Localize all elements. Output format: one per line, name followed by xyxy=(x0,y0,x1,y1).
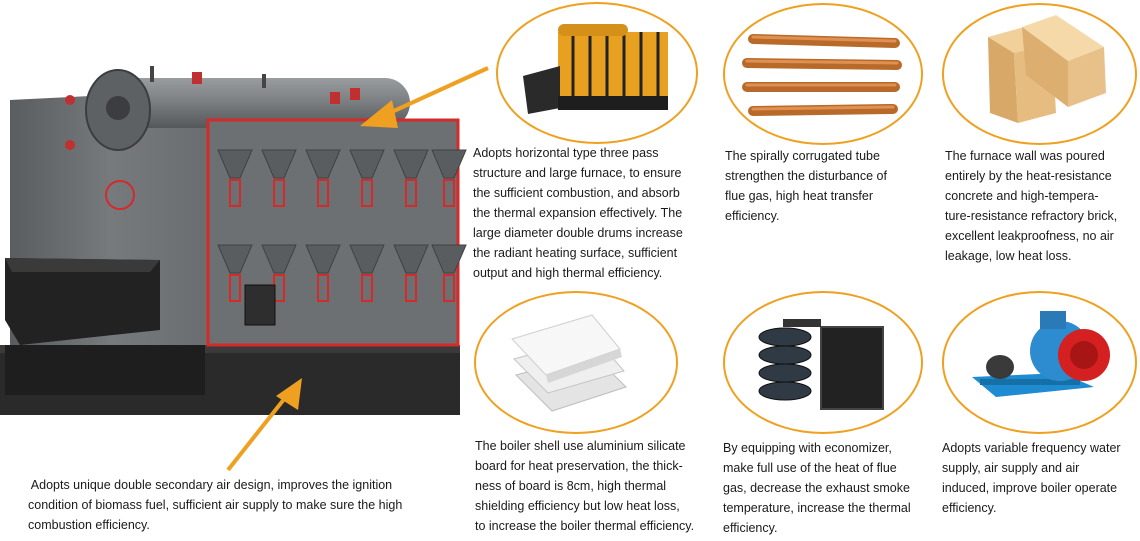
caption-line: output and high thermal efficiency. xyxy=(473,266,663,280)
boiler-panel xyxy=(349,244,385,274)
caption-line: the radiant heating surface, sufficient xyxy=(473,246,678,260)
corrugated-tube-oval xyxy=(723,3,923,145)
caption-line: Adopts unique double secondary air desig… xyxy=(28,478,393,492)
boiler-panel-slot xyxy=(229,179,241,207)
boiler-panel-slot xyxy=(361,179,373,207)
caption-line: make full use of the heat of flue xyxy=(723,461,897,475)
caption-line: large diameter double drums increase xyxy=(473,226,683,240)
boiler-panel-slot xyxy=(229,274,241,302)
boiler-panel-slot xyxy=(317,274,329,302)
boiler-panel xyxy=(349,149,385,179)
caption-line: By equipping with economizer, xyxy=(723,441,892,455)
caption-line: ture-resistance refractory brick, xyxy=(945,209,1118,223)
boiler-panel-slot xyxy=(405,179,417,207)
boiler-panel xyxy=(217,149,253,179)
boiler-panel xyxy=(431,149,467,179)
economizer-image xyxy=(758,319,884,410)
caption-line: concrete and high-tempera- xyxy=(945,189,1099,203)
caption-line: structure and large furnace, to ensure xyxy=(473,166,682,180)
caption-corrugated-tube: The spirally corrugated tube strengthen … xyxy=(725,146,925,226)
caption-line: condition of biomass fuel, sufficient ai… xyxy=(28,498,403,512)
caption-line: shielding efficiency but low heat loss, xyxy=(475,499,680,513)
caption-line: temperature, increase the thermal xyxy=(723,501,911,515)
caption-line: efficiency. xyxy=(942,501,997,515)
boiler-panel xyxy=(305,149,341,179)
caption-line: the sufficient combustion, and absorb xyxy=(473,186,680,200)
caption-line: the thermal expansion effectively. The xyxy=(473,206,683,220)
boiler-panel-slot xyxy=(443,274,455,302)
fan-pump-oval xyxy=(942,291,1137,434)
caption-line: combustion efficiency. xyxy=(28,518,150,532)
aluminium-silicate-oval xyxy=(474,291,678,434)
caption-line: leakage, low heat loss. xyxy=(945,249,1072,263)
caption-line: entirely by the heat-resistance xyxy=(945,169,1112,183)
boiler-panel-slot xyxy=(273,179,285,207)
caption-horizontal-structure: Adopts horizontal type three pass struct… xyxy=(473,143,723,283)
caption-line: The spirally corrugated tube xyxy=(725,149,880,163)
caption-line: induced, improve boiler operate xyxy=(942,481,1118,495)
caption-line: gas, decrease the exhaust smoke xyxy=(723,481,910,495)
boiler-panel-slot xyxy=(361,274,373,302)
boiler-main-image xyxy=(0,66,467,415)
boiler-panel xyxy=(393,149,429,179)
caption-line: flue gas, high heat transfer xyxy=(725,189,874,203)
caption-secondary-air: Adopts unique double secondary air desig… xyxy=(28,475,468,535)
caption-line: The boiler shell use aluminium silicate xyxy=(475,439,686,453)
caption-line: excellent leakproofness, no air xyxy=(945,229,1114,243)
caption-line: Adopts horizontal type three pass xyxy=(473,146,659,160)
boiler-panel-slot xyxy=(405,274,417,302)
boiler-panel xyxy=(261,244,297,274)
caption-line: ness of board is 8cm, high thermal xyxy=(475,479,667,493)
boiler-panel xyxy=(431,244,467,274)
boiler-structure-oval xyxy=(496,2,698,144)
aluminium-silicate-image xyxy=(511,314,627,412)
boiler-panel-slot xyxy=(317,179,329,207)
caption-aluminium-silicate: The boiler shell use aluminium silicate … xyxy=(475,436,725,536)
caption-line: supply, air supply and air xyxy=(942,461,1080,475)
caption-furnace-wall: The furnace wall was poured entirely by … xyxy=(945,146,1140,266)
caption-economizer: By equipping with economizer, make full … xyxy=(723,438,933,538)
caption-line: strengthen the disturbance of xyxy=(725,169,887,183)
boiler-panel-slot xyxy=(443,179,455,207)
caption-line: Adopts variable frequency water xyxy=(942,441,1121,455)
caption-variable-frequency: Adopts variable frequency water supply, … xyxy=(942,438,1137,518)
caption-line: efficiency. xyxy=(725,209,780,223)
boiler-panel xyxy=(305,244,341,274)
caption-line: to increase the boiler thermal efficienc… xyxy=(475,519,695,533)
caption-line: efficiency. xyxy=(723,521,778,535)
boiler-panel xyxy=(261,149,297,179)
fan-pump-image xyxy=(972,311,1110,397)
caption-line: board for heat preservation, the thick- xyxy=(475,459,683,473)
boiler-panel xyxy=(217,244,253,274)
corrugated-tube-image xyxy=(742,34,902,116)
refractory-brick-oval xyxy=(942,3,1137,145)
boiler-structure-image xyxy=(523,24,668,114)
caption-line: The furnace wall was poured xyxy=(945,149,1105,163)
refractory-brick-image xyxy=(988,15,1106,123)
economizer-oval xyxy=(723,291,923,434)
boiler-panel xyxy=(393,244,429,274)
